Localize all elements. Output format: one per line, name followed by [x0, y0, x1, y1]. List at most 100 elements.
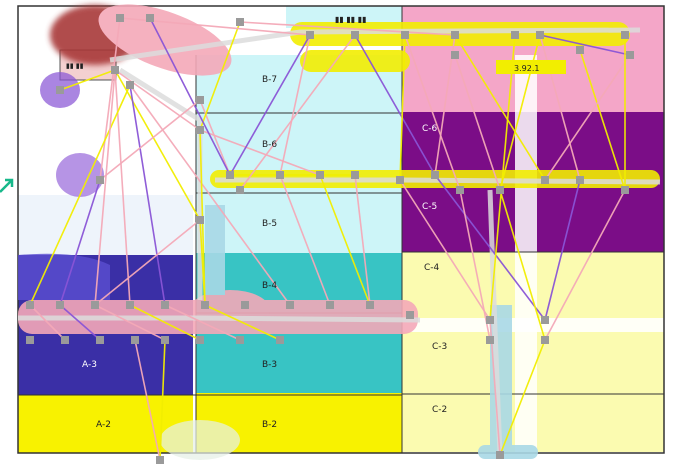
connection-line	[279, 174, 331, 306]
connection-line	[239, 21, 456, 36]
connection-line	[544, 54, 631, 181]
connection-line	[454, 34, 546, 181]
connection-line	[319, 174, 371, 306]
heat-blob-pink	[98, 4, 232, 76]
network-node	[226, 171, 234, 179]
network-node	[541, 176, 549, 184]
network-node	[201, 301, 209, 309]
heat-blob-purple	[56, 153, 104, 197]
network-node	[26, 336, 34, 344]
network-node	[351, 31, 359, 39]
tag-label: 3.92.1	[514, 64, 539, 73]
network-node	[241, 301, 249, 309]
teal-arrow-icon	[0, 178, 14, 193]
connection-line	[114, 69, 131, 306]
network-node	[161, 301, 169, 309]
connection-line	[399, 179, 491, 321]
network-node	[116, 14, 124, 22]
connection-line	[29, 84, 131, 306]
heat-blob-light	[160, 420, 240, 460]
connection-line	[354, 174, 371, 306]
network-node	[276, 171, 284, 179]
network-node	[236, 18, 244, 26]
connection-line	[129, 84, 291, 306]
connection-line	[164, 304, 241, 341]
zone-label: C-4	[424, 263, 440, 273]
network-node	[621, 31, 629, 39]
connection-line	[489, 34, 516, 321]
connection-line	[204, 304, 281, 341]
network-node	[61, 336, 69, 344]
zone-a-left-light	[18, 195, 193, 255]
network-node	[451, 51, 459, 59]
network-node	[431, 171, 439, 179]
network-node	[626, 51, 634, 59]
connection-line	[199, 21, 241, 131]
network-node	[406, 311, 414, 319]
zone-label: C-5	[422, 202, 437, 212]
network-node	[576, 176, 584, 184]
network-node	[156, 456, 164, 464]
network-node	[451, 31, 459, 39]
connection-line	[544, 179, 581, 321]
network-node	[496, 451, 504, 459]
connection-line	[59, 69, 116, 91]
zone-label: A-2	[96, 420, 111, 430]
connection-line	[279, 34, 311, 176]
corridor-path	[109, 27, 641, 63]
connection-line	[59, 304, 101, 341]
heat-blob-purple	[18, 253, 110, 300]
network-node	[146, 14, 154, 22]
connection-line	[499, 189, 546, 341]
nodes-layer	[26, 14, 634, 464]
network-node	[306, 31, 314, 39]
connection-line	[229, 34, 311, 176]
connection-line	[499, 339, 546, 456]
network-node	[351, 171, 359, 179]
network-node	[96, 176, 104, 184]
network-node	[401, 31, 409, 39]
connection-line	[94, 304, 166, 341]
zone-label: B-3	[262, 360, 277, 370]
network-node	[236, 336, 244, 344]
connection-line	[59, 179, 101, 306]
connection-line	[149, 17, 231, 176]
corner-room-label: ▮▮ ▮▮	[66, 62, 84, 70]
connection-line	[129, 84, 166, 306]
corridor-path	[118, 67, 203, 300]
network-node	[126, 81, 134, 89]
network-node	[56, 86, 64, 94]
connection-line	[94, 219, 201, 306]
connection-line	[539, 34, 631, 56]
network-node	[316, 171, 324, 179]
zone-label: A-3	[82, 360, 97, 370]
network-node	[396, 176, 404, 184]
network-node	[196, 96, 204, 104]
network-node	[541, 316, 549, 324]
connection-line	[404, 34, 461, 191]
connection-line	[434, 174, 546, 321]
network-node	[196, 216, 204, 224]
network-node	[541, 336, 549, 344]
network-node	[496, 186, 504, 194]
network-node	[196, 126, 204, 134]
heat-bar-lightblue	[478, 445, 538, 459]
heat-bar-lightblue	[205, 205, 225, 295]
connection-line	[114, 69, 201, 131]
zone-label: C-3	[432, 342, 447, 352]
connection-line	[399, 34, 406, 181]
connection-line	[579, 49, 626, 191]
connection-line	[114, 69, 201, 221]
connection-line	[159, 339, 166, 461]
zone-label: C-2	[432, 405, 447, 415]
network-node	[26, 301, 34, 309]
corridor-path	[18, 315, 421, 323]
network-node	[276, 336, 284, 344]
network-node	[576, 46, 584, 54]
connection-line	[99, 99, 201, 181]
network-node	[126, 301, 134, 309]
network-node	[536, 31, 544, 39]
connection-line	[539, 34, 581, 181]
network-node	[161, 336, 169, 344]
